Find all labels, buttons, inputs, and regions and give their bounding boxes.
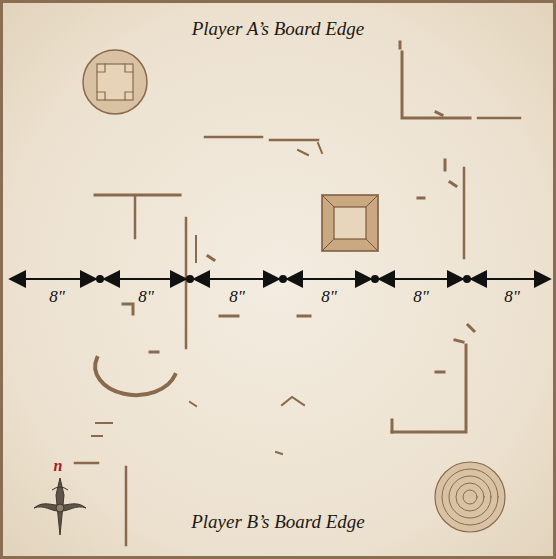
board-edge-title: Player B’s Board Edge [191, 512, 365, 533]
dimension-label: 8" [413, 288, 429, 307]
dimension-label: 8" [504, 288, 520, 307]
board-edge-title: Player A’s Board Edge [192, 19, 365, 40]
dimension-label: 8" [49, 288, 65, 307]
dimension-label: 8" [321, 288, 337, 307]
dimension-label: 8" [138, 288, 154, 307]
compass-north: n [54, 457, 63, 475]
dimension-label: 8" [229, 288, 245, 307]
